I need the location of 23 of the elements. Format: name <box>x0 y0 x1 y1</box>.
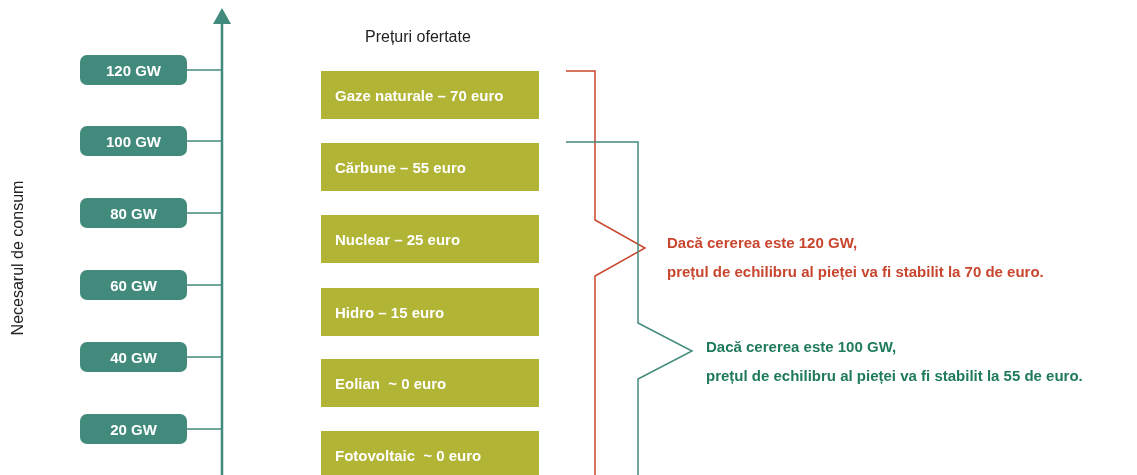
price-offer-bar: Gaze naturale – 70 euro <box>321 71 539 119</box>
demand-level-box: 60 GW <box>80 270 187 300</box>
demand-level-box: 40 GW <box>80 342 187 372</box>
connector-line <box>186 356 222 358</box>
price-offer-bar: Nuclear – 25 euro <box>321 215 539 263</box>
connector-line <box>186 69 222 71</box>
connector-line <box>186 428 222 430</box>
axis-title: Necesarul de consum <box>7 180 27 336</box>
price-offer-bar: Cărbune – 55 euro <box>321 143 539 191</box>
connector-line <box>186 212 222 214</box>
note-text: Dacă cererea este 120 GW, prețul de echilibru al pieței va fi stabilit la 70 de euro. <box>667 233 1044 282</box>
demand-level-box: 120 GW <box>80 55 187 85</box>
column-title: Prețuri ofertate <box>365 27 471 47</box>
connector-line <box>186 284 222 286</box>
demand-level-box: 20 GW <box>80 414 187 444</box>
price-offer-bar: Hidro – 15 euro <box>321 288 539 336</box>
price-offer-bar: Fotovoltaic ~ 0 euro <box>321 431 539 475</box>
demand-level-box: 100 GW <box>80 126 187 156</box>
connector-line <box>186 140 222 142</box>
demand-level-box: 80 GW <box>80 198 187 228</box>
price-offer-bar: Eolian ~ 0 euro <box>321 359 539 407</box>
note-text: Dacă cererea este 100 GW, prețul de echilibru al pieței va fi stabilit la 55 de euro. <box>706 337 1083 386</box>
y-axis <box>213 8 231 475</box>
